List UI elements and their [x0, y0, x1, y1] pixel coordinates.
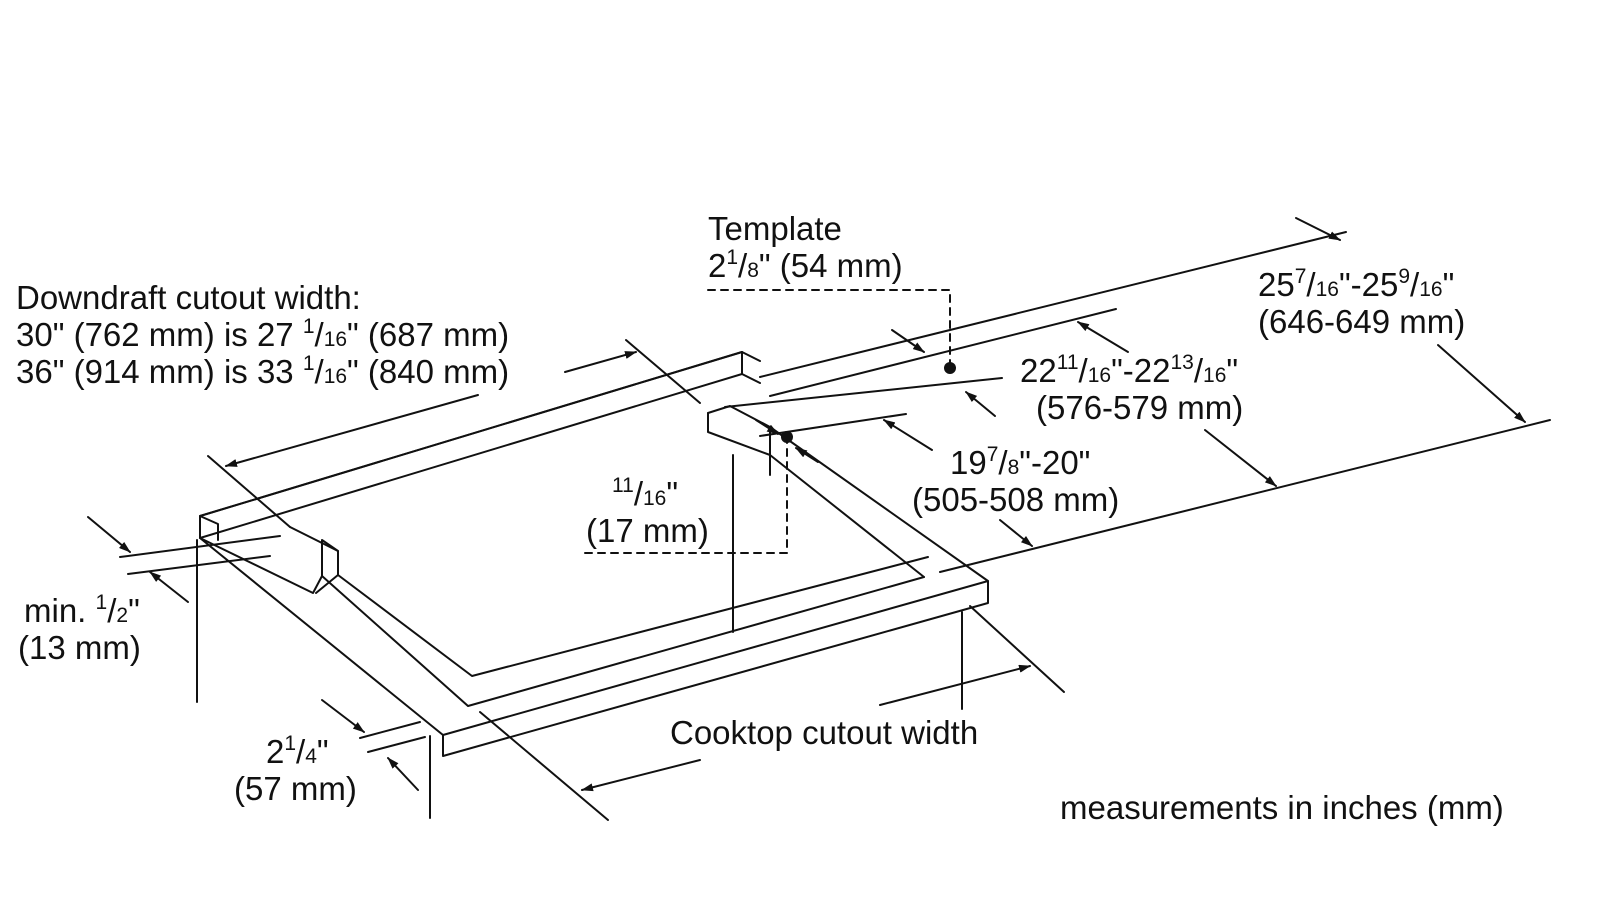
leg-lines: [196, 539, 963, 819]
template-point: [944, 362, 956, 374]
downdraft-30: 30" (762 mm) is 27 1/16" (687 mm): [16, 315, 510, 353]
downdraft-label: Downdraft cutout width: 30" (762 mm) is …: [16, 279, 509, 390]
countertop-lines: [119, 231, 1551, 575]
dim-22-label: 2211/16"-2213/16" (576-579 mm): [1020, 351, 1244, 426]
extension-lines: [207, 339, 1065, 821]
dim-25-label: 257/16"-259/16" (646-649 mm): [1258, 265, 1466, 340]
template-label: Template 21/8" (54 mm): [708, 210, 903, 284]
template-title: Template: [708, 210, 842, 247]
dim-11-16-label: 11/16" (17 mm): [586, 474, 709, 549]
dim-2-1-4-label: 21/4" (57 mm): [234, 732, 357, 807]
cutout-corner-point: [781, 431, 793, 443]
units-note: measurements in inches (mm): [1060, 789, 1504, 826]
downdraft-36: 36" (914 mm) is 33 1/16" (840 mm): [16, 352, 510, 390]
cooktop-cutout-label: Cooktop cutout width: [670, 714, 979, 751]
template-value: 21/8" (54 mm): [708, 246, 903, 284]
dim-19-label: 197/8"-20" (505-508 mm): [912, 443, 1120, 518]
dimension-arrows: [87, 217, 1526, 792]
min-half-label: min. 1/2" (13 mm): [18, 591, 141, 666]
dashed-leaders: [584, 289, 951, 554]
downdraft-title: Downdraft cutout width:: [16, 279, 361, 316]
cutout-frame: [199, 351, 989, 757]
locating-dots: [781, 362, 956, 443]
